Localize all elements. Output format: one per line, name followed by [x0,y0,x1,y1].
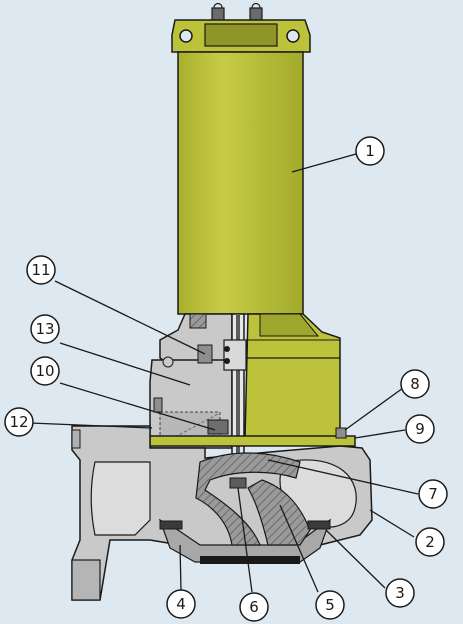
callout-11-label: 11 [31,261,50,279]
callout-13: 13 [30,314,60,344]
leader-lines [29,153,419,593]
callout-9: 9 [405,414,435,444]
callout-8: 8 [400,369,430,399]
callout-6-label: 6 [249,598,259,616]
wear-ring-right [307,520,331,530]
callout-2: 2 [415,527,445,557]
callout-1-label: 1 [365,142,375,160]
motor-bearing-bracket [244,313,341,439]
impeller [195,452,301,546]
callout-13-label: 13 [35,320,54,338]
motor-top-cap [171,19,311,53]
callout-7-label: 7 [428,485,438,503]
callout-1: 1 [355,136,385,166]
callout-4-label: 4 [176,595,186,613]
callout-7: 7 [418,479,448,509]
callout-10-label: 10 [35,362,54,380]
callout-5-label: 5 [325,596,335,614]
callout-10: 10 [30,356,60,386]
callout-3: 3 [385,578,415,608]
impeller-right [247,479,311,546]
callout-5: 5 [315,590,345,620]
wear-ring-left [159,520,183,530]
callouts: 1 2 3 4 5 6 7 8 [4,136,448,622]
callout-12-label: 12 [9,413,28,431]
callout-2-label: 2 [425,533,435,551]
callout-6: 6 [239,592,269,622]
callout-9-label: 9 [415,420,425,438]
callout-8-label: 8 [410,375,420,393]
motor-housing [177,51,304,315]
callout-3-label: 3 [395,584,405,602]
callout-4: 4 [166,589,196,619]
impeller-bolt [229,477,247,489]
callout-11: 11 [26,255,56,285]
callout-12: 12 [4,407,34,437]
